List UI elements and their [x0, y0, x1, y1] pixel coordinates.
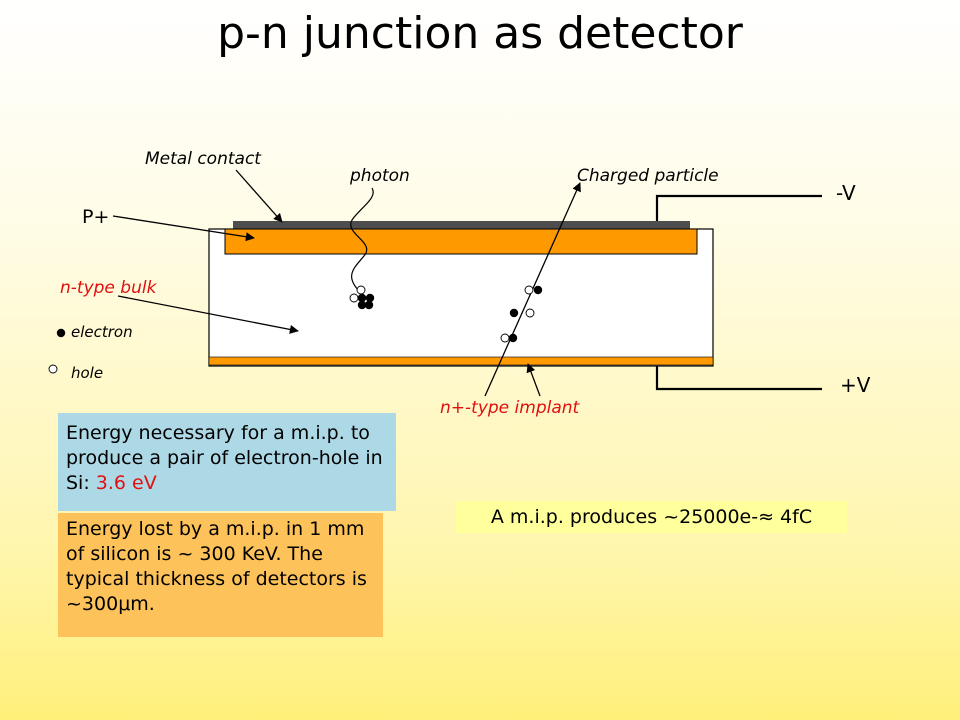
- energy-loss-text-end: m.: [130, 593, 155, 615]
- micro-symbol: μ: [118, 593, 131, 615]
- energy-loss-box: Energy lost by a m.i.p. in 1 mm of silic…: [58, 513, 383, 637]
- electron-marker: [357, 300, 367, 310]
- charged-particle-label: Charged particle: [577, 166, 719, 186]
- electron-marker: [533, 285, 543, 295]
- electron-marker: [508, 333, 518, 343]
- electron-marker: [509, 308, 519, 318]
- hole-legend-icon: [48, 364, 58, 374]
- mip-charge-box: A m.i.p. produces ~25000e-≈ 4fC: [456, 501, 847, 533]
- pair-energy-text: Energy necessary for a m.i.p. to produce…: [66, 422, 383, 494]
- n-type-bulk-arrow: [117, 295, 299, 334]
- pair-energy-value: 3.6 eV: [95, 472, 157, 494]
- electron-legend-label: electron: [71, 323, 133, 341]
- metal-contact-layer: [233, 221, 690, 230]
- bias-wire-bottom: [655, 366, 822, 391]
- p-plus-arrow: [112, 215, 255, 242]
- hole-marker: [500, 333, 510, 343]
- hole-marker: [356, 285, 366, 295]
- hole-marker: [349, 293, 359, 303]
- p-plus-label: P+: [82, 206, 110, 228]
- hole-legend-label: hole: [71, 364, 104, 382]
- n-plus-implant-label: n+-type implant: [440, 398, 580, 418]
- photon-label: photon: [350, 166, 410, 186]
- n-type-bulk-label: n-type bulk: [60, 278, 157, 298]
- electron-legend-icon: [56, 328, 66, 338]
- hole-marker: [525, 308, 535, 318]
- p-plus-layer: [224, 228, 698, 255]
- n-plus-layer: [208, 356, 714, 366]
- pair-energy-box: Energy necessary for a m.i.p. to produce…: [58, 413, 396, 511]
- n-plus-implant-arrow: [526, 363, 541, 397]
- metal-contact-label: Metal contact: [145, 149, 261, 169]
- plus-v-label: +V: [840, 373, 871, 397]
- bias-wire-top: [655, 194, 822, 221]
- minus-v-label: -V: [836, 181, 856, 205]
- electron-marker: [357, 293, 367, 303]
- metal-contact-arrow: [235, 169, 283, 223]
- hole-marker: [524, 285, 534, 295]
- electron-marker: [365, 293, 375, 303]
- energy-loss-text: Energy lost by a m.i.p. in 1 mm of silic…: [66, 518, 367, 615]
- page-title: p-n junction as detector: [217, 8, 743, 59]
- photon-wave: [350, 187, 374, 293]
- electron-marker: [364, 300, 374, 310]
